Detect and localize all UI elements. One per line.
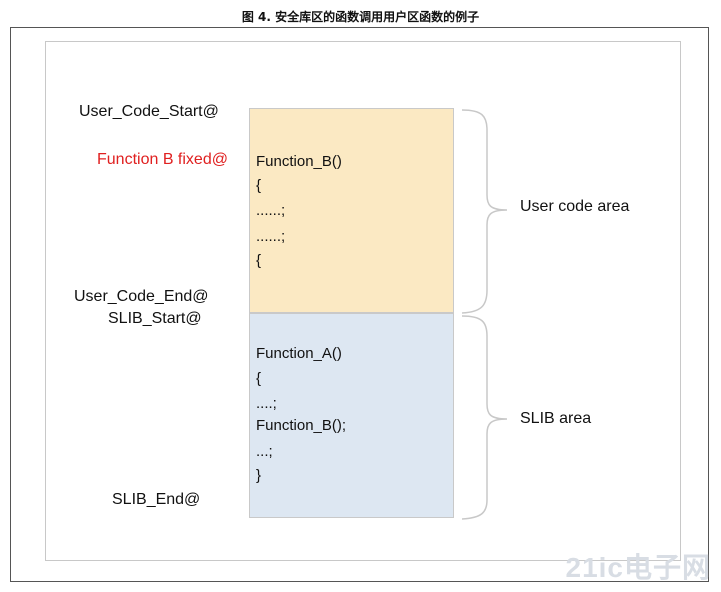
label-user-code-end: User_Code_End@	[74, 288, 209, 305]
code-line: {	[256, 252, 262, 269]
code-line: ......;	[256, 228, 286, 245]
label-slib-start: SLIB_Start@	[108, 310, 202, 327]
code-line: }	[256, 467, 262, 484]
code-line: ....;	[256, 395, 277, 412]
code-line: ...;	[256, 443, 273, 460]
label-user-code-area: User code area	[520, 198, 630, 215]
code-line: Function_A()	[256, 345, 342, 362]
code-line: Function_B()	[256, 153, 342, 170]
label-slib-area: SLIB area	[520, 410, 592, 427]
user-code-area-brace	[461, 109, 508, 314]
code-line: {	[256, 370, 262, 387]
user-code-block	[249, 108, 454, 313]
figure-frame	[10, 27, 709, 582]
code-line-call-function-b: Function_B();	[256, 417, 347, 434]
watermark-logo: 21ic电子网	[565, 552, 711, 583]
slib-area-brace	[461, 315, 508, 520]
label-user-code-start: User_Code_Start@	[79, 103, 219, 120]
code-line: ......;	[256, 202, 286, 219]
slib-block	[249, 313, 454, 518]
figure-caption: 图 4. 安全库区的函数调用用户区函数的例子	[241, 10, 480, 24]
label-function-b-fixed: Function B fixed@	[97, 151, 228, 168]
label-slib-end: SLIB_End@	[112, 491, 201, 508]
diagram-canvas	[45, 41, 681, 561]
code-line: {	[256, 177, 262, 194]
